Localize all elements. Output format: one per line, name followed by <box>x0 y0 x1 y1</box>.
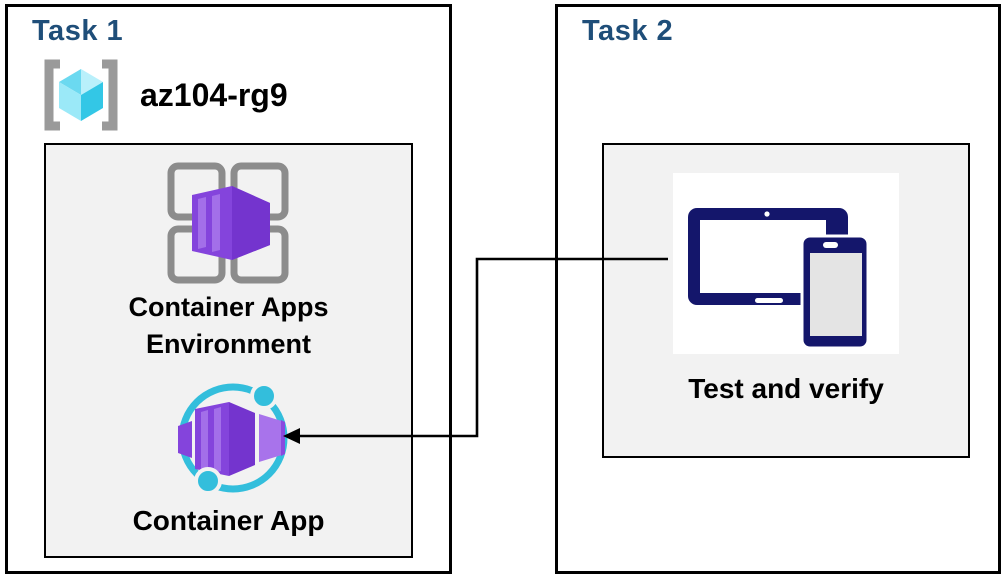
container-apps-environment-icon <box>167 162 289 284</box>
resource-group-row: az104-rg9 <box>36 57 288 133</box>
container-app-icon <box>178 382 288 495</box>
resource-group-icon <box>44 59 118 131</box>
task2-title: Task 2 <box>582 15 674 47</box>
test-and-verify-label: Test and verify <box>688 373 884 404</box>
task1-inner-box: Container Apps Environment Container App <box>44 143 413 558</box>
devices-icon-plate <box>673 173 899 354</box>
task1-title: Task 1 <box>32 15 124 47</box>
resource-group-name: az104-rg9 <box>140 76 288 113</box>
environment-label: Container Apps Environment <box>128 292 329 359</box>
tablet-phone-devices-icon <box>688 208 870 350</box>
container-app-label: Container App <box>132 505 325 536</box>
task2-inner-box: Test and verify <box>602 143 970 458</box>
task2-box: Task 2 Test and verify <box>555 4 1001 574</box>
task1-box: Task 1 az104-rg9 <box>5 4 452 574</box>
